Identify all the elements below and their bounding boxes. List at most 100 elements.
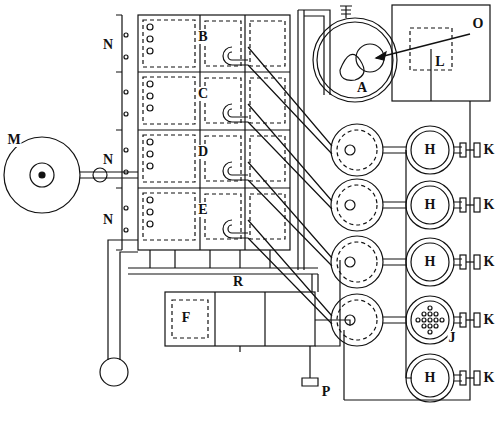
plant-stroke [411,301,449,339]
plant-stroke [428,330,432,334]
plant-stroke [406,181,454,229]
plant-stroke [147,197,153,203]
callout-letter: L [434,55,445,69]
plant-stroke [474,313,480,327]
callout-letter: A [356,81,368,95]
callout-letter: H [424,143,437,157]
plant-stroke [147,81,153,87]
plant-stroke [143,135,195,182]
callout-letter: H [424,198,437,212]
plant-stroke [337,242,377,282]
plant-stroke [250,136,285,181]
plant-stroke [460,143,466,157]
plant-stroke [223,104,248,122]
plant-stroke [250,78,285,123]
plant-stroke [460,255,466,269]
plant-stroke [474,255,480,269]
callout-letter: D [197,145,209,159]
plant-stroke [223,47,248,65]
plant-stroke [124,55,128,59]
plant-stroke [466,377,474,378]
plant-stroke [454,375,462,381]
plant-stroke [223,162,248,180]
plant-stroke [422,324,426,328]
callout-letter: H [424,255,437,269]
plant-stroke [383,202,406,208]
plant-stroke [411,131,449,169]
callout-letter: K [483,198,496,212]
plant-stroke [248,220,332,324]
plant-stroke [124,206,128,210]
plant-stroke [434,312,438,316]
plant-stroke [383,147,406,153]
plant-stroke [124,90,128,94]
callout-letter: K [483,255,496,269]
plant-stroke [460,313,466,327]
plant-stroke [147,105,153,111]
plant-stroke [147,24,153,30]
plant-stroke [454,147,462,153]
plant-stroke [124,112,128,116]
plant-stroke [428,312,432,316]
plant-stroke [474,198,480,212]
callout-letter: R [232,275,244,289]
plant-stroke [147,48,153,54]
plant-stroke [434,324,438,328]
plant-stroke [383,317,406,323]
plant-stroke [124,33,128,37]
plant-stroke [422,312,426,316]
plant-stroke [345,257,355,267]
plant-stroke [460,371,466,385]
callout-letter: K [483,371,496,385]
plant-stroke [337,130,377,170]
plant-stroke [411,186,449,224]
plant-stroke [345,200,355,210]
plant-stroke [147,209,153,215]
plant-stroke [434,318,438,322]
plant-stroke [440,318,444,322]
plant-stroke [454,259,462,265]
plant-stroke [331,124,383,176]
callout-letter: N [102,38,114,52]
callout-letter: K [483,143,496,157]
callout-letter: O [472,17,485,31]
plant-stroke [406,150,412,378]
plant-stroke [466,204,474,205]
plant-stroke [428,306,432,310]
plant-stroke [143,20,195,67]
callout-letter: B [197,30,208,44]
plant-stroke [248,47,332,154]
plant-stroke [147,221,153,227]
plant-stroke [147,163,153,169]
plant-stroke [147,36,153,42]
callout-letter: N [102,213,114,227]
plant-stroke [345,145,355,155]
plant-stroke [454,202,462,208]
plant-stroke [337,300,377,340]
callout-letter: F [181,311,192,325]
plant-stroke [147,139,153,145]
callout-letter: M [6,133,21,147]
plant-stroke [428,324,432,328]
plant-stroke [411,243,449,281]
callout-letter: C [197,87,209,101]
plant-stroke [250,21,285,66]
plant-stroke [124,228,128,232]
plant-stroke [466,149,474,150]
plant-stroke [411,359,449,397]
plant-stroke [345,315,355,325]
plant-stroke [460,198,466,212]
plant-stroke [406,238,454,286]
plant-stroke [466,261,474,262]
plant-stroke [331,294,383,346]
plant-stroke [147,93,153,99]
plant-stroke [223,220,248,238]
callout-letter: J [448,331,457,345]
plant-stroke [337,185,377,225]
plant-stroke [406,354,454,402]
plant-stroke [454,317,462,323]
plant-stroke [124,148,128,152]
plant-stroke [422,318,426,322]
callout-letter: K [483,313,496,327]
